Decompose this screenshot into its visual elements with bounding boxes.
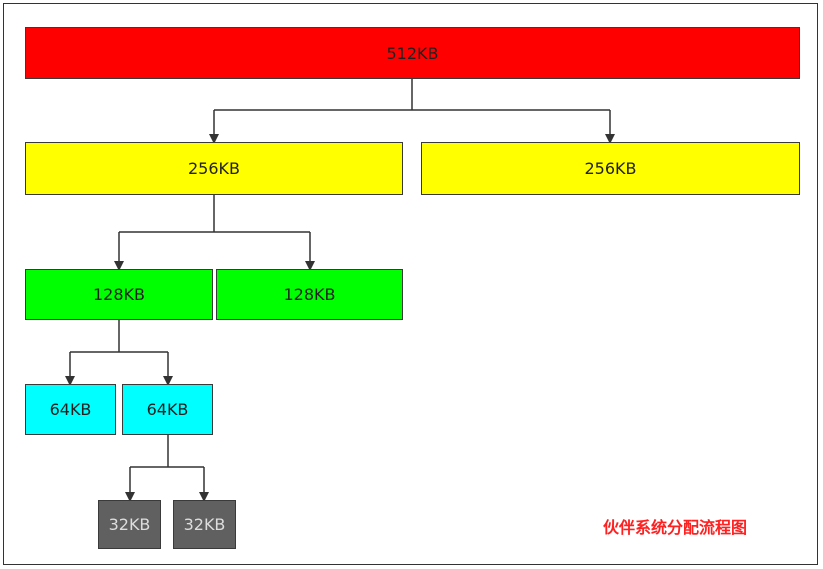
block-128kb-right-label: 128KB [283,285,336,304]
block-128kb-left-label: 128KB [92,285,145,304]
block-256kb-right-label: 256KB [584,159,637,178]
block-256kb-right: 256KB [421,142,800,195]
block-64kb-right-label: 64KB [146,400,189,419]
block-64kb-left-label: 64KB [49,400,92,419]
block-256kb-left-label: 256KB [187,159,240,178]
block-32kb-left: 32KB [98,500,161,549]
block-64kb-left: 64KB [25,384,116,435]
block-32kb-right: 32KB [173,500,236,549]
block-512kb: 512KB [25,27,800,79]
block-64kb-right: 64KB [122,384,213,435]
block-256kb-left: 256KB [25,142,403,195]
block-128kb-left: 128KB [25,269,213,320]
block-128kb-right: 128KB [216,269,403,320]
block-32kb-right-label: 32KB [183,515,226,534]
block-32kb-left-label: 32KB [108,515,151,534]
diagram-title: 伙伴系统分配流程图 [603,518,748,537]
block-512kb-label: 512KB [386,43,439,63]
